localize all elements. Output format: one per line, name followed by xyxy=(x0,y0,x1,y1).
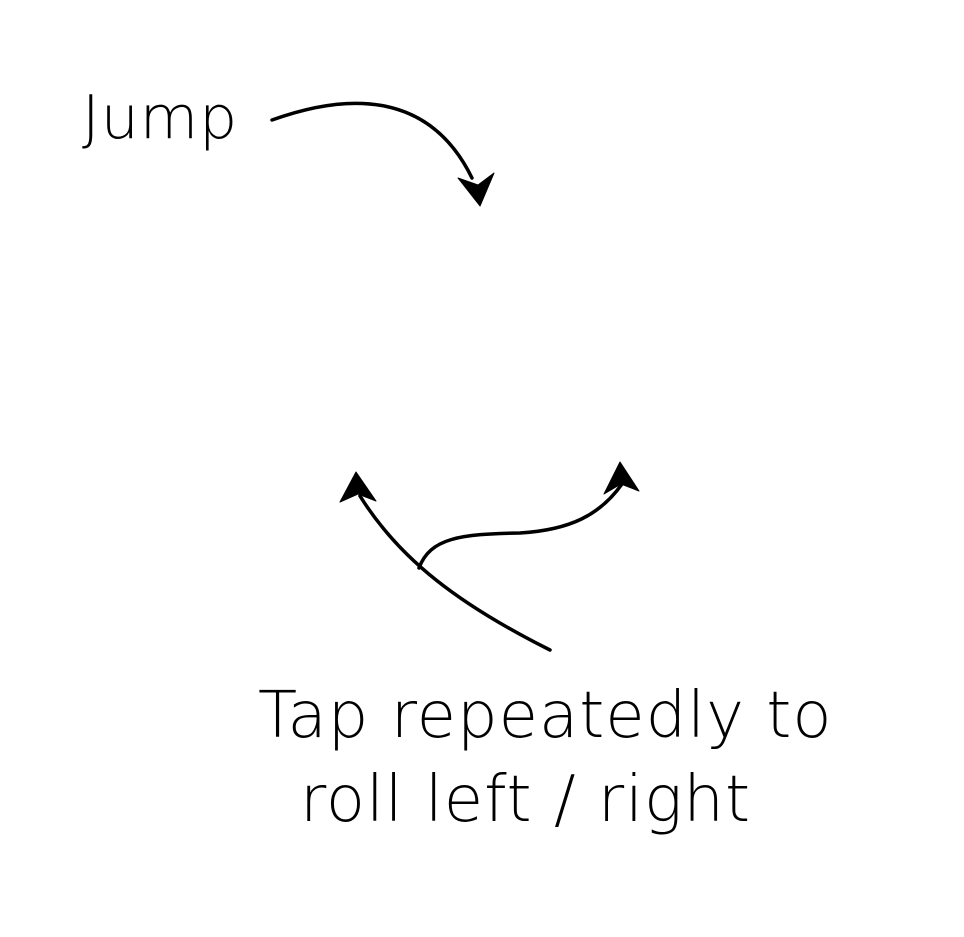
curved-arrow-up-right-icon xyxy=(417,461,640,570)
roll-hint-label-line1: Tap repeatedly to xyxy=(258,679,833,753)
roll-hint-label-line2: roll left / right xyxy=(300,763,752,837)
curved-arrow-up-left-icon xyxy=(339,471,552,652)
curved-arrow-down-icon xyxy=(270,101,495,207)
jump-hint-label: Jump xyxy=(82,83,239,153)
